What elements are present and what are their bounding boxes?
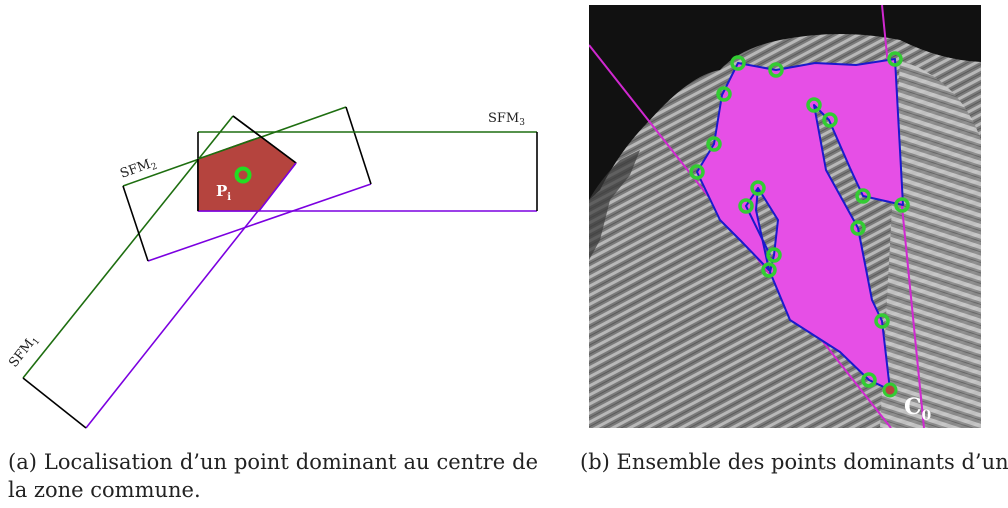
dominant-point [855,188,871,204]
sfm1-label: SFM1 [6,332,42,372]
sfm2-edge-bottom [147,183,372,262]
dominant-point [738,198,754,214]
dominant-point [689,164,705,180]
figure-canvas: Pi SFM3 SFM2 SFM1 [6,5,981,429]
common-zone [197,136,297,212]
dominant-point [887,51,903,67]
dominant-point [861,372,877,388]
dominant-point [761,262,777,278]
dominant-point [806,97,822,113]
dominant-point [766,247,782,263]
dominant-point [874,313,890,329]
dark-background [589,5,981,200]
dominant-point-marker [234,166,252,184]
sfm3-label: SFM3 [488,111,525,128]
panel-b-photo: C0 [589,5,981,428]
dominant-point [822,112,838,128]
dominant-point [716,86,732,102]
sfm2-edge-right [345,106,372,185]
dominant-point [750,180,766,196]
sfm1-edge-left [22,377,87,429]
sfm2-label: SFM2 [118,155,159,184]
panel-a-diagram: Pi SFM3 SFM2 SFM1 [6,106,538,429]
sfm2-edge-left [122,185,149,262]
dominant-point [706,136,722,152]
origin-point-c0 [882,382,898,398]
dominant-point [894,197,910,213]
dominant-point [768,62,784,78]
dominant-point [730,55,746,71]
sfm1-edge-top [22,115,234,379]
caption-b: (b) Ensemble des points dominants d’un c… [580,450,1008,474]
knot-region [696,58,904,391]
dominant-points [689,51,910,388]
c0-label: C0 [904,394,932,424]
caption-a: (a) Localisation d’un point dominant au … [8,450,538,502]
dominant-point [850,220,866,236]
point-label: Pi [216,182,231,203]
